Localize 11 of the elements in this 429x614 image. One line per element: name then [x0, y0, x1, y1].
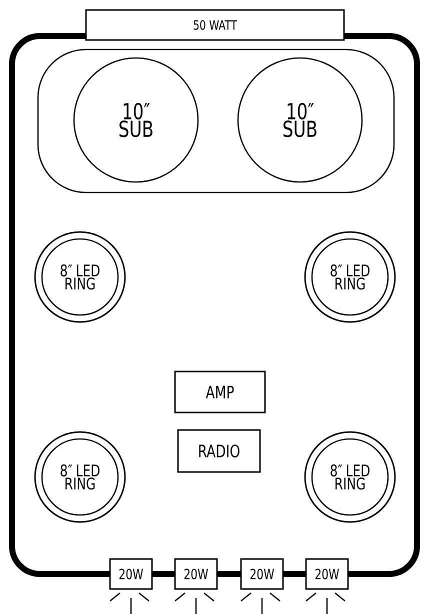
- label-box: 50 WATT: [85, 9, 345, 41]
- speaker-ring: 8″ LED RING: [304, 231, 396, 323]
- speaker-ring: 8″ LED RING: [304, 431, 396, 523]
- speaker-ring: 8″ LED RING: [34, 231, 126, 323]
- label-box: AMP: [174, 370, 266, 414]
- speaker-ring: 8″ LED RING: [34, 431, 126, 523]
- label-box: RADIO: [177, 429, 261, 473]
- label-box: 20W: [305, 558, 349, 590]
- label-box: 20W: [109, 558, 153, 590]
- label-box: 20W: [240, 558, 284, 590]
- label-box: 20W: [174, 558, 218, 590]
